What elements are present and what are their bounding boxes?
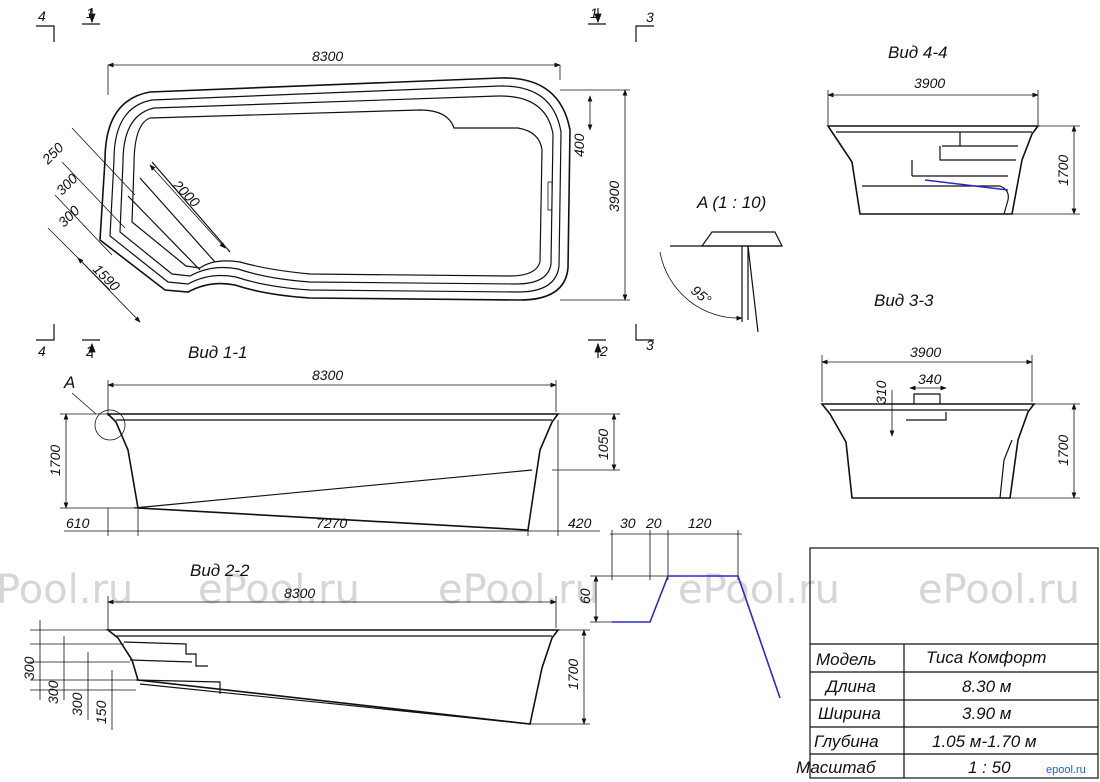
dim-v22-depth: 1700 xyxy=(565,659,581,690)
tb-value: Тиса Комфорт xyxy=(926,648,1046,667)
section-marks: 4 1 1 3 4 2 2 3 xyxy=(36,5,654,359)
dim-v33-310: 310 xyxy=(873,380,889,404)
section-mark: 2 xyxy=(85,343,94,359)
title-block: Модель Тиса Комфорт Длина 8.30 м Ширина … xyxy=(796,547,1099,779)
watermark: ePool.ru xyxy=(438,567,600,613)
view-3-3: Вид 3-3 3900 340 310 1700 xyxy=(820,291,1080,499)
dim-v22-300c: 300 xyxy=(69,692,85,716)
dim-plan-300a: 300 xyxy=(53,170,81,198)
watermark: ePool.ru xyxy=(198,567,360,613)
view-2-2: Вид 2-2 8300 300 300 300 150 1700 xyxy=(21,561,590,730)
section-mark: 4 xyxy=(38,8,46,24)
tb-label: Масштаб xyxy=(796,758,877,777)
section-mark: 3 xyxy=(646,9,654,25)
view-title: Вид 2-2 xyxy=(190,561,250,580)
detail-title: A (1 : 10) xyxy=(696,193,766,212)
dim-plan-400: 400 xyxy=(571,133,587,157)
tb-value: 1 : 50 xyxy=(968,758,1011,777)
plan-contour-2 xyxy=(109,85,562,293)
watermark: Pool.ru xyxy=(0,567,133,613)
dim-v11-depth: 1700 xyxy=(47,445,63,476)
view-1-1: Вид 1-1 A 8300 1700 1050 610 7270 420 xyxy=(47,343,620,536)
callout-a: A xyxy=(63,373,75,392)
dim-plan-width: 3900 xyxy=(606,181,622,212)
section-mark: 2 xyxy=(599,343,608,359)
plan-outer-contour xyxy=(99,77,571,301)
dim-v22-length: 8300 xyxy=(284,585,315,601)
dim-v33-depth: 1700 xyxy=(1055,435,1071,466)
dim-v11-610: 610 xyxy=(66,515,90,531)
tb-value: 3.90 м xyxy=(962,704,1012,723)
dim-v22-300a: 300 xyxy=(21,656,37,680)
tb-label: Модель xyxy=(816,650,876,669)
view-title: Вид 3-3 xyxy=(874,291,934,310)
view-title: Вид 4-4 xyxy=(888,43,947,62)
dim-plan-1590: 1590 xyxy=(90,261,123,294)
dim-plan-250: 250 xyxy=(38,139,67,168)
dim-plan-length: 8300 xyxy=(312,48,343,64)
dim-detail-angle: 95° xyxy=(688,282,715,308)
section-mark: 4 xyxy=(38,343,46,359)
dim-v22-150: 150 xyxy=(93,700,109,724)
dim-v44-width: 3900 xyxy=(914,75,945,91)
section-mark: 1 xyxy=(86,5,94,21)
watermark: ePool.ru xyxy=(918,567,1080,613)
dim-v11-1050: 1050 xyxy=(595,429,611,460)
tb-value: 1.05 м-1.70 м xyxy=(932,732,1037,751)
dim-rim-20: 20 xyxy=(645,515,662,531)
dim-plan-300b: 300 xyxy=(55,202,83,230)
dim-v11-420: 420 xyxy=(568,515,592,531)
dim-rim-120: 120 xyxy=(688,515,712,531)
detail-a: A (1 : 10) 95° xyxy=(659,193,783,333)
dim-v22-300b: 300 xyxy=(45,680,61,704)
plan-contour-3 xyxy=(119,95,554,285)
dim-rim-60: 60 xyxy=(577,588,593,604)
dim-v33-width: 3900 xyxy=(910,344,941,360)
section-mark: 1 xyxy=(590,5,598,21)
dim-v11-7270: 7270 xyxy=(316,515,347,531)
dim-rim-30: 30 xyxy=(620,515,636,531)
watermarks: Pool.ru ePool.ru ePool.ru ePool.ru ePool… xyxy=(0,567,1080,613)
plan-skimmer xyxy=(547,181,553,211)
plan-view: 8300 3900 400 250 300 300 1590 2000 xyxy=(38,48,630,323)
dim-v11-length: 8300 xyxy=(312,367,343,383)
tb-label: Глубина xyxy=(814,732,879,751)
logo-text: epool.ru xyxy=(1046,764,1086,776)
section-mark: 3 xyxy=(646,337,654,353)
view-4-4: Вид 4-4 3900 1700 xyxy=(826,43,1080,215)
dim-v44-depth: 1700 xyxy=(1055,155,1071,186)
detail-callout-circle xyxy=(94,409,126,441)
dim-v33-340: 340 xyxy=(918,371,942,387)
tb-label: Длина xyxy=(824,677,876,696)
view-title: Вид 1-1 xyxy=(188,343,247,362)
rim-profile: 30 20 120 60 xyxy=(577,515,781,699)
tb-value: 8.30 м xyxy=(962,677,1012,696)
tb-label: Ширина xyxy=(818,704,881,723)
watermark: ePool.ru xyxy=(678,567,840,613)
